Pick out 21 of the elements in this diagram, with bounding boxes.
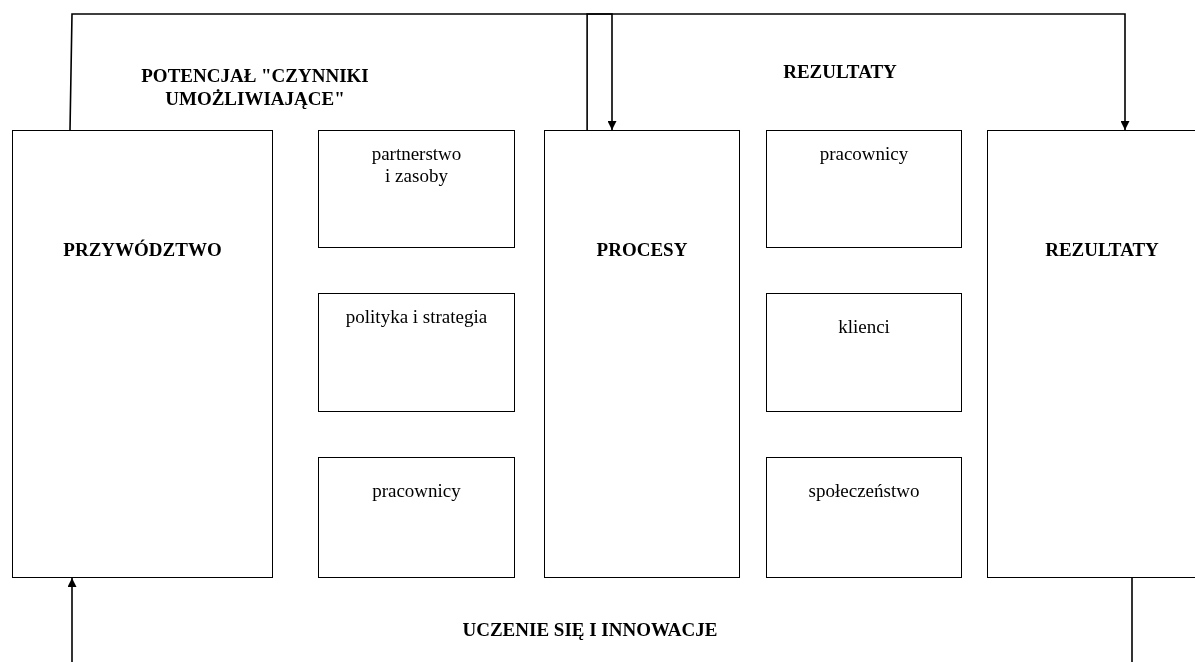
arrow	[586, 13, 1130, 131]
arrow	[67, 577, 77, 662]
criterion-box	[318, 293, 515, 412]
box-label: PROCESY	[595, 239, 689, 261]
box-label: społeczeństwo	[807, 480, 921, 502]
category-box	[12, 130, 273, 578]
criterion-box	[766, 457, 962, 578]
arrow	[69, 13, 617, 131]
box-label: partnerstwo i zasoby	[370, 143, 463, 187]
category-box	[544, 130, 740, 578]
criterion-box	[766, 293, 962, 412]
box-label: pracownicy	[818, 143, 910, 165]
criterion-box	[318, 130, 515, 248]
category-box	[987, 130, 1195, 578]
box-label: polityka i strategia	[344, 306, 489, 328]
box-label: klienci	[837, 316, 891, 338]
box-label: REZULTATY	[1044, 239, 1160, 261]
box-label: PRZYWÓDZTWO	[62, 239, 223, 261]
criterion-box	[318, 457, 515, 578]
box-label: pracownicy	[371, 480, 462, 502]
criterion-box	[766, 130, 962, 248]
